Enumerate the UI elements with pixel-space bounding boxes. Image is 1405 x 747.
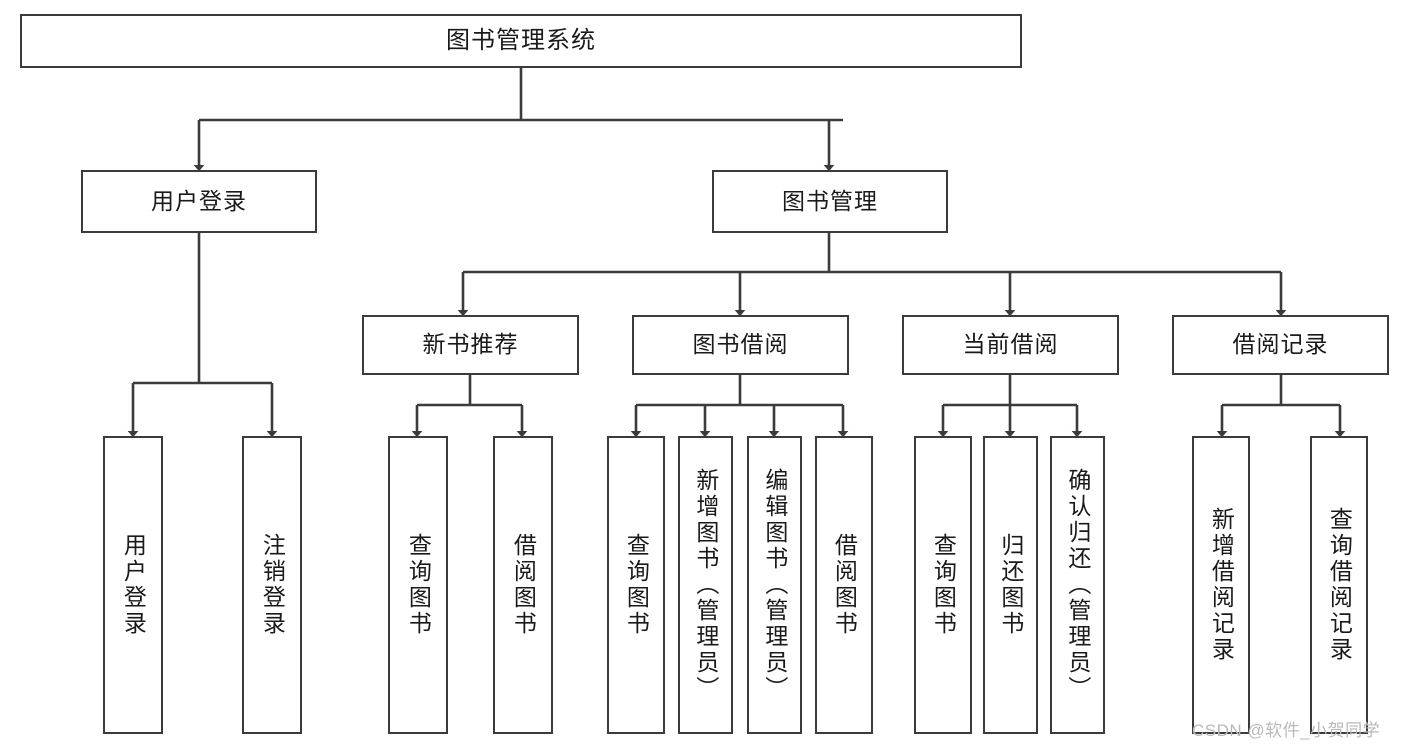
csdn-watermark: CSDN @软件_小贺同学 (1192, 721, 1381, 740)
node-label: 借阅图书 (831, 533, 858, 637)
node-leaf-confirm-return-admin[interactable]: 确认归还（管理员） (1050, 436, 1105, 734)
node-label: 图书借阅 (692, 331, 789, 358)
node-leaf-add-borrow-record[interactable]: 新增借阅记录 (1192, 436, 1250, 734)
node-label: 编辑图书（管理员） (761, 468, 788, 702)
node-leaf-return-book[interactable]: 归还图书 (983, 436, 1038, 734)
node-leaf-logout-login[interactable]: 注销登录 (242, 436, 302, 734)
node-label: 新书推荐 (422, 331, 519, 358)
node-label: 查询图书 (405, 533, 432, 637)
node-label: 查询借阅记录 (1326, 507, 1353, 663)
node-leaf-query-book-1[interactable]: 查询图书 (388, 436, 448, 734)
node-label: 图书管理 (782, 187, 878, 214)
node-leaf-borrow-book-1[interactable]: 借阅图书 (493, 436, 553, 734)
node-label: 图书管理系统 (446, 26, 596, 54)
node-leaf-add-book-admin[interactable]: 新增图书（管理员） (678, 436, 733, 734)
node-leaf-query-book-3[interactable]: 查询图书 (914, 436, 972, 734)
node-label: 注销登录 (259, 533, 286, 637)
node-leaf-user-login[interactable]: 用户登录 (103, 436, 163, 734)
node-leaf-query-borrow-record[interactable]: 查询借阅记录 (1310, 436, 1368, 734)
node-new-book-recommend[interactable]: 新书推荐 (362, 315, 579, 375)
node-label: 归还图书 (997, 533, 1024, 637)
node-label: 借阅记录 (1232, 331, 1329, 358)
node-label: 新增图书（管理员） (692, 468, 719, 702)
node-borrow-record[interactable]: 借阅记录 (1172, 315, 1389, 375)
node-current-borrow[interactable]: 当前借阅 (902, 315, 1119, 375)
node-user-login[interactable]: 用户登录 (81, 170, 317, 233)
node-label: 当前借阅 (962, 331, 1059, 358)
node-leaf-borrow-book-2[interactable]: 借阅图书 (815, 436, 873, 734)
node-leaf-edit-book-admin[interactable]: 编辑图书（管理员） (747, 436, 802, 734)
node-label: 确认归还（管理员） (1064, 468, 1091, 702)
node-book-manage[interactable]: 图书管理 (712, 170, 948, 233)
node-leaf-query-book-2[interactable]: 查询图书 (607, 436, 665, 734)
node-label: 借阅图书 (510, 533, 537, 637)
node-label: 用户登录 (151, 187, 247, 214)
node-label: 用户登录 (120, 533, 147, 637)
node-book-borrow[interactable]: 图书借阅 (632, 315, 849, 375)
node-root-book-management-system[interactable]: 图书管理系统 (20, 14, 1022, 68)
node-label: 新增借阅记录 (1208, 507, 1235, 663)
node-label: 查询图书 (930, 533, 957, 637)
node-label: 查询图书 (623, 533, 650, 637)
